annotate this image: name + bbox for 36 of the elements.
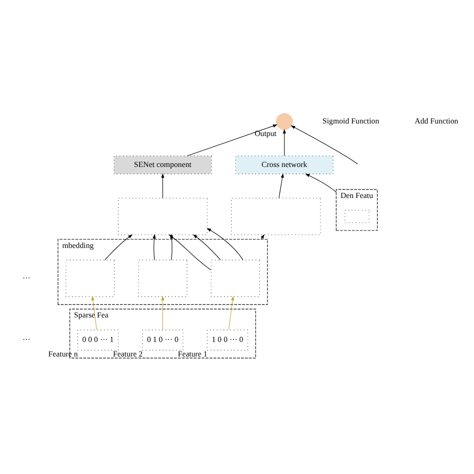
arrow: [228, 296, 234, 330]
node-box: [65, 260, 114, 297]
arrow: [104, 234, 132, 260]
node-box: [210, 260, 260, 297]
arrow: [186, 124, 278, 156]
node-label: Output: [254, 129, 276, 138]
node-box: 1 0 0 ··· 0: [206, 330, 248, 350]
arrow: [260, 234, 264, 240]
node-circle: [275, 113, 292, 130]
node-box: Cross network: [234, 156, 333, 174]
node-label: Feature n: [48, 350, 78, 358]
arrow: [170, 234, 173, 260]
cluster: Den Featu: [335, 189, 378, 231]
arrow: [282, 128, 286, 156]
legend-label: Add Function: [414, 116, 458, 126]
arrow: [152, 234, 156, 260]
node-label: Feature 1: [177, 350, 207, 358]
arrow: [290, 125, 358, 164]
label: ···: [22, 335, 30, 344]
label: ···: [22, 273, 30, 282]
node-box: [117, 198, 208, 236]
arrow: [192, 234, 220, 260]
arrow: [278, 173, 284, 198]
node-box: SENet component: [113, 156, 212, 174]
node-label: Feature 2: [112, 350, 142, 358]
node-box: [344, 210, 369, 223]
arrow: [160, 296, 164, 330]
node-box: [138, 260, 187, 297]
arrow: [304, 174, 336, 192]
arrow: [206, 228, 243, 260]
node-box: 0 1 0 ··· 0: [142, 330, 183, 350]
arrow: [160, 173, 164, 198]
legend-label: Sigmoid Function: [322, 116, 379, 126]
arrow: [90, 296, 96, 330]
node-box: [230, 198, 320, 236]
node-box: 0 0 0 ··· 1: [76, 330, 118, 350]
